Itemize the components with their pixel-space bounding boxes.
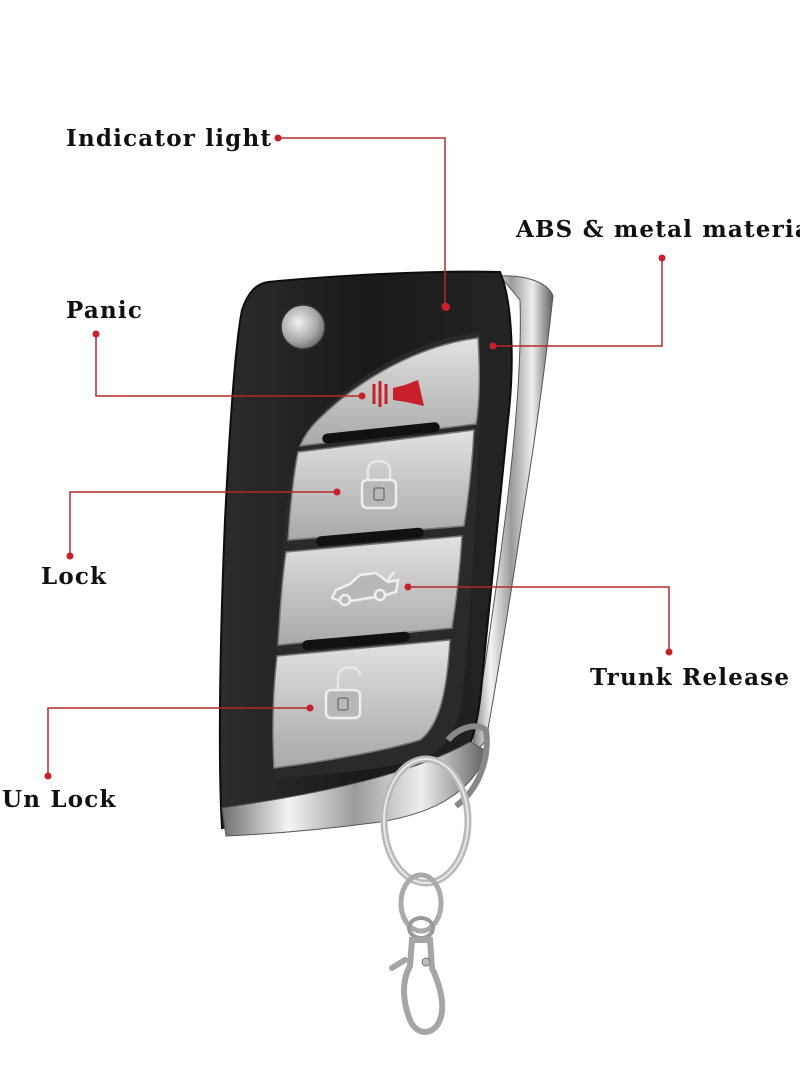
panic-button — [298, 337, 481, 447]
abs-metal-material-label: ABS & metal material — [516, 216, 800, 243]
chrome-bottom-trim — [221, 741, 489, 837]
separator — [302, 631, 410, 651]
leader-lines — [47, 137, 670, 776]
lock-label: Lock — [41, 563, 108, 590]
leader-indicator-light — [278, 137, 446, 306]
lobster-clasp — [401, 937, 446, 1035]
leader-unlock — [47, 707, 310, 776]
leader-trunk-release — [408, 586, 670, 652]
panic-alarm-icon — [372, 380, 424, 407]
leader-lock — [69, 491, 337, 556]
chrome-loop — [445, 723, 490, 809]
unlock-button — [272, 639, 451, 769]
leader-abs-metal — [493, 258, 663, 347]
flip-key-screw — [280, 304, 326, 350]
separator — [316, 527, 424, 547]
small-ring — [398, 872, 444, 934]
leader-dots — [44, 134, 673, 780]
unlock-label: Un Lock — [2, 786, 117, 813]
leader-panic — [95, 334, 362, 397]
lock-icon — [360, 459, 398, 510]
trunk-release-label: Trunk Release — [590, 664, 791, 691]
trunk-car-icon — [330, 571, 400, 607]
unlock-icon — [324, 666, 362, 720]
indicator-light-label: Indicator light — [66, 125, 273, 152]
chrome-side-trim — [469, 275, 554, 762]
separator — [322, 422, 440, 444]
panic-label: Panic — [66, 297, 144, 324]
